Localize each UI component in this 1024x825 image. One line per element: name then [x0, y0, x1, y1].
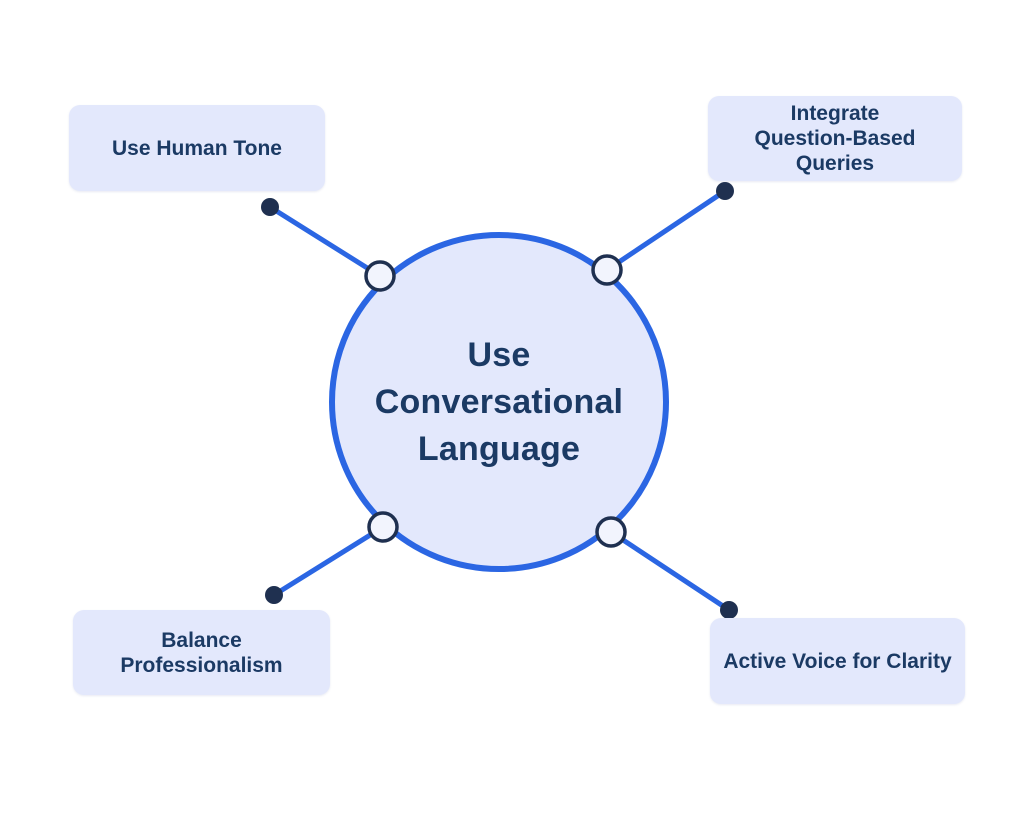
node-use-human-tone: Use Human Tone [69, 105, 325, 191]
node-label-line: Active Voice for Clarity [723, 649, 952, 673]
node-integrate-question-based-queries: Integrate Question-Based Queries [708, 96, 962, 181]
node-label-line: Use Human Tone [112, 136, 282, 160]
endpoint-dot-top-right-icon [716, 182, 734, 200]
node-label-line: Queries [795, 152, 875, 175]
endpoint-dot-bottom-left-icon [265, 586, 283, 604]
node-label-line: Balance [161, 628, 242, 652]
center-topic-line: Conversational [374, 383, 624, 421]
port-ring-top-left-icon [364, 260, 396, 292]
port-ring-top-right-icon [591, 254, 623, 286]
branch-line-bottom-left [271, 524, 386, 598]
node-label-line: Integrate [790, 102, 880, 125]
center-circle [329, 232, 669, 572]
endpoint-dot-top-left-icon [261, 198, 279, 216]
branch-line-bottom-right [608, 529, 732, 613]
port-ring-bottom-left-icon [367, 511, 399, 543]
center-topic-line: Use [467, 336, 531, 374]
endpoint-dot-bottom-right-icon [720, 601, 738, 619]
node-balance-professionalism: Balance Professionalism [73, 610, 330, 695]
node-active-voice-for-clarity: Active Voice for Clarity [710, 618, 965, 704]
branch-line-top-left [267, 204, 383, 279]
node-label-line: Professionalism [120, 653, 283, 677]
node-label-line: Question-Based [754, 127, 916, 150]
center-topic-label: Use Conversational Language [329, 332, 669, 473]
center-topic-line: Language [417, 430, 581, 468]
branch-line-top-right [604, 188, 728, 273]
port-ring-bottom-right-icon [595, 516, 627, 548]
